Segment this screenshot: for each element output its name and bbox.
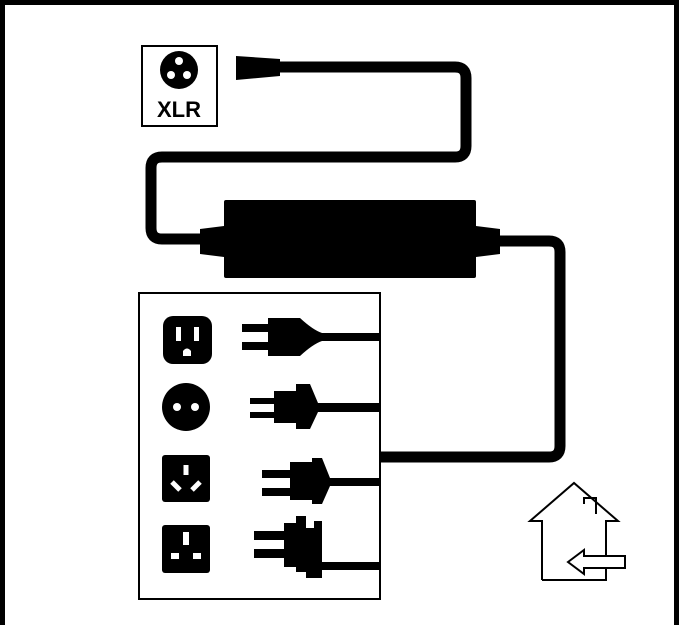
us-plug-icon bbox=[242, 318, 380, 356]
euro-outlet-icon bbox=[162, 383, 210, 431]
xlr-label: XLR bbox=[157, 97, 201, 122]
xlr-socket-box: XLR bbox=[141, 45, 218, 127]
xlr-connector bbox=[236, 56, 280, 80]
uk-outlet-icon bbox=[162, 525, 210, 573]
au-outlet-icon bbox=[162, 455, 210, 502]
right-border bbox=[674, 0, 679, 625]
house-arrow-icon bbox=[527, 481, 626, 581]
power-supply-brick bbox=[200, 200, 500, 278]
input-cable bbox=[380, 235, 566, 463]
output-cable bbox=[145, 61, 472, 245]
top-border bbox=[0, 0, 679, 5]
xlr-socket-icon bbox=[160, 51, 198, 89]
uk-plug-icon bbox=[254, 516, 380, 578]
au-plug-icon bbox=[262, 458, 380, 504]
us-outlet-icon bbox=[163, 316, 212, 364]
left-border bbox=[0, 0, 5, 625]
euro-plug-icon bbox=[250, 384, 380, 429]
